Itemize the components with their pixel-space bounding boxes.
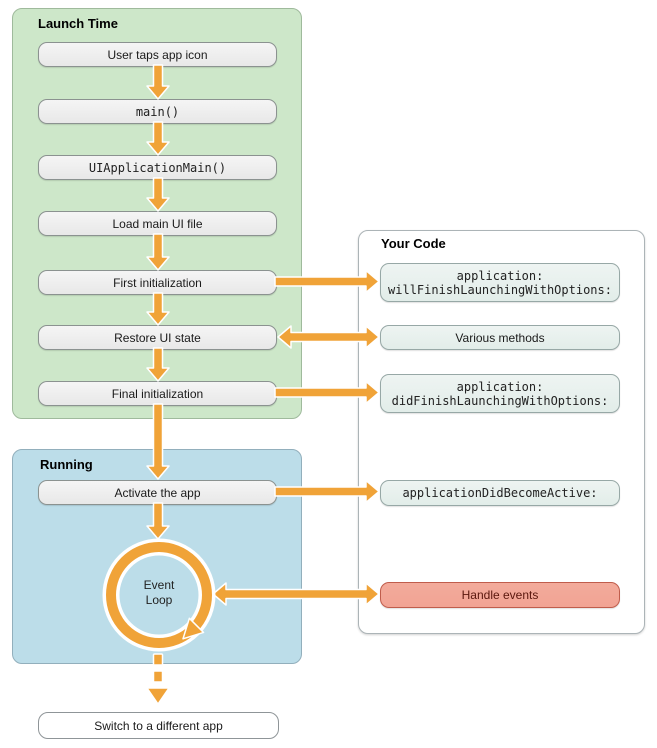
event-loop-line2: Loop xyxy=(145,593,173,607)
switch-to-different-app-box: Switch to a different app xyxy=(38,712,279,739)
dashed-arrow-head xyxy=(146,687,170,705)
step-first-initialization: First initialization xyxy=(38,270,277,295)
callback-will-finish-line1: application: xyxy=(456,268,544,283)
event-loop-line1: Event xyxy=(143,578,175,592)
callback-did-finish-launching: application: didFinishLaunchingWithOptio… xyxy=(380,374,620,413)
step-load-main-ui-file: Load main UI file xyxy=(38,211,277,236)
callback-will-finish-launching: application: willFinishLaunchingWithOpti… xyxy=(380,263,620,302)
running-title: Running xyxy=(40,457,93,472)
dashed-arrow-segment-2 xyxy=(152,670,164,683)
callback-did-finish-line1: application: xyxy=(456,379,544,394)
callback-various-methods: Various methods xyxy=(380,325,620,350)
callback-did-finish-line2: didFinishLaunchingWithOptions: xyxy=(391,393,609,408)
step-activate-the-app: Activate the app xyxy=(38,480,277,505)
callback-handle-events: Handle events xyxy=(380,582,620,608)
step-restore-ui-state: Restore UI state xyxy=(38,325,277,350)
event-loop-label: Event Loop xyxy=(119,578,199,608)
your-code-title: Your Code xyxy=(381,236,446,251)
step-user-taps-app-icon: User taps app icon xyxy=(38,42,277,67)
step-final-initialization: Final initialization xyxy=(38,381,277,406)
step-main: main() xyxy=(38,99,277,124)
step-uiapplicationmain: UIApplicationMain() xyxy=(38,155,277,180)
callback-will-finish-line2: willFinishLaunchingWithOptions: xyxy=(388,282,612,297)
callback-did-become-active: applicationDidBecomeActive: xyxy=(380,480,620,506)
launch-time-title: Launch Time xyxy=(38,16,118,31)
